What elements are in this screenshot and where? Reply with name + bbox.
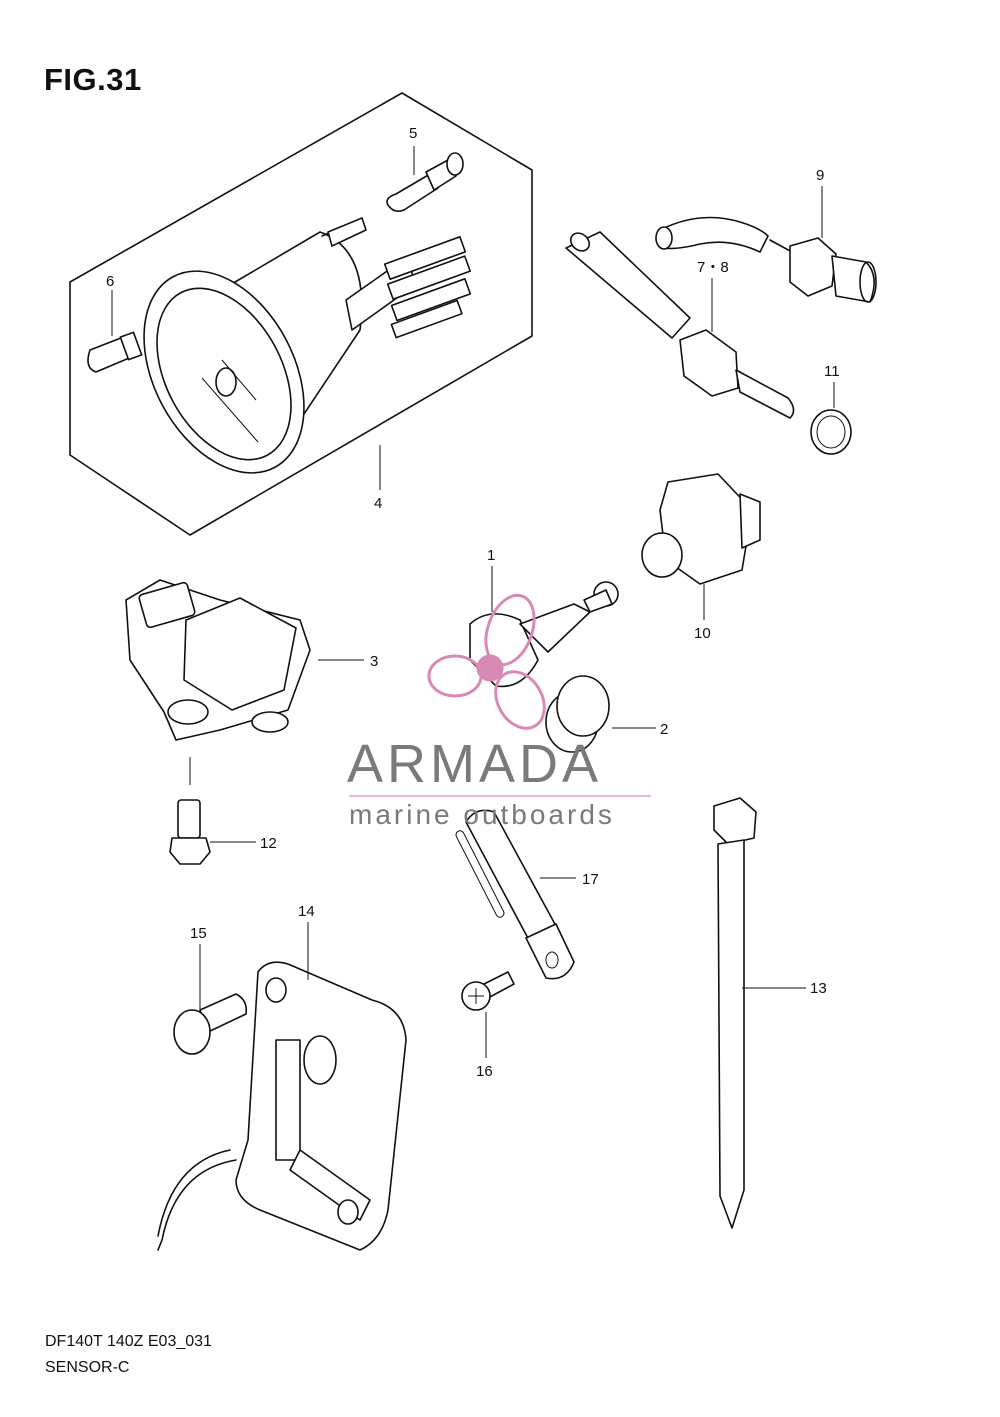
callout-17: 17 [582,871,599,888]
part-5-bulb-socket[interactable] [386,152,464,212]
callout-2: 2 [660,721,668,738]
figure-title: FIG.31 [44,62,142,97]
callout-13: 13 [810,980,827,997]
callout-16: 16 [476,1063,493,1080]
figure-code: DF140T 140Z E03_031 [45,1333,212,1350]
figure-name: SENSOR-C [45,1359,130,1376]
gauge-kit-box [69,92,533,536]
part-3-map-sensor[interactable] [125,579,311,741]
part-17-bracket[interactable] [455,809,575,980]
callout-9: 9 [816,167,824,184]
callout-7-8: 7・8 [697,259,729,276]
part-2-grommet[interactable] [545,675,610,753]
part-6-bulb[interactable] [87,331,143,373]
watermark-rule [349,795,651,797]
callout-10: 10 [694,625,711,642]
part-10-knock-sensor[interactable] [641,473,761,585]
watermark-tagline: marine outboards [349,799,615,830]
part-16-screw[interactable] [461,971,515,1011]
part-12-bolt[interactable] [169,799,211,865]
callout-14: 14 [298,903,315,920]
callout-6: 6 [106,273,114,290]
callout-15: 15 [190,925,207,942]
part-13-cable-tie[interactable] [713,797,757,1229]
callout-11: 11 [824,363,840,380]
callout-1: 1 [487,547,495,564]
part-4-gauge[interactable] [111,217,472,500]
watermark-brand: ARMADA [347,734,603,794]
part-15-bolt[interactable] [173,993,248,1055]
part-14-tps[interactable] [157,961,407,1251]
callout-5: 5 [409,125,417,142]
part-9-sensor[interactable] [655,216,877,303]
armada-watermark: ARMADA marine outboards [347,733,657,833]
callout-12: 12 [260,835,277,852]
part-7-8-sensor[interactable] [565,229,795,419]
callout-4: 4 [374,495,382,512]
callout-3: 3 [370,653,378,670]
watermark-propeller-logo [427,593,546,730]
